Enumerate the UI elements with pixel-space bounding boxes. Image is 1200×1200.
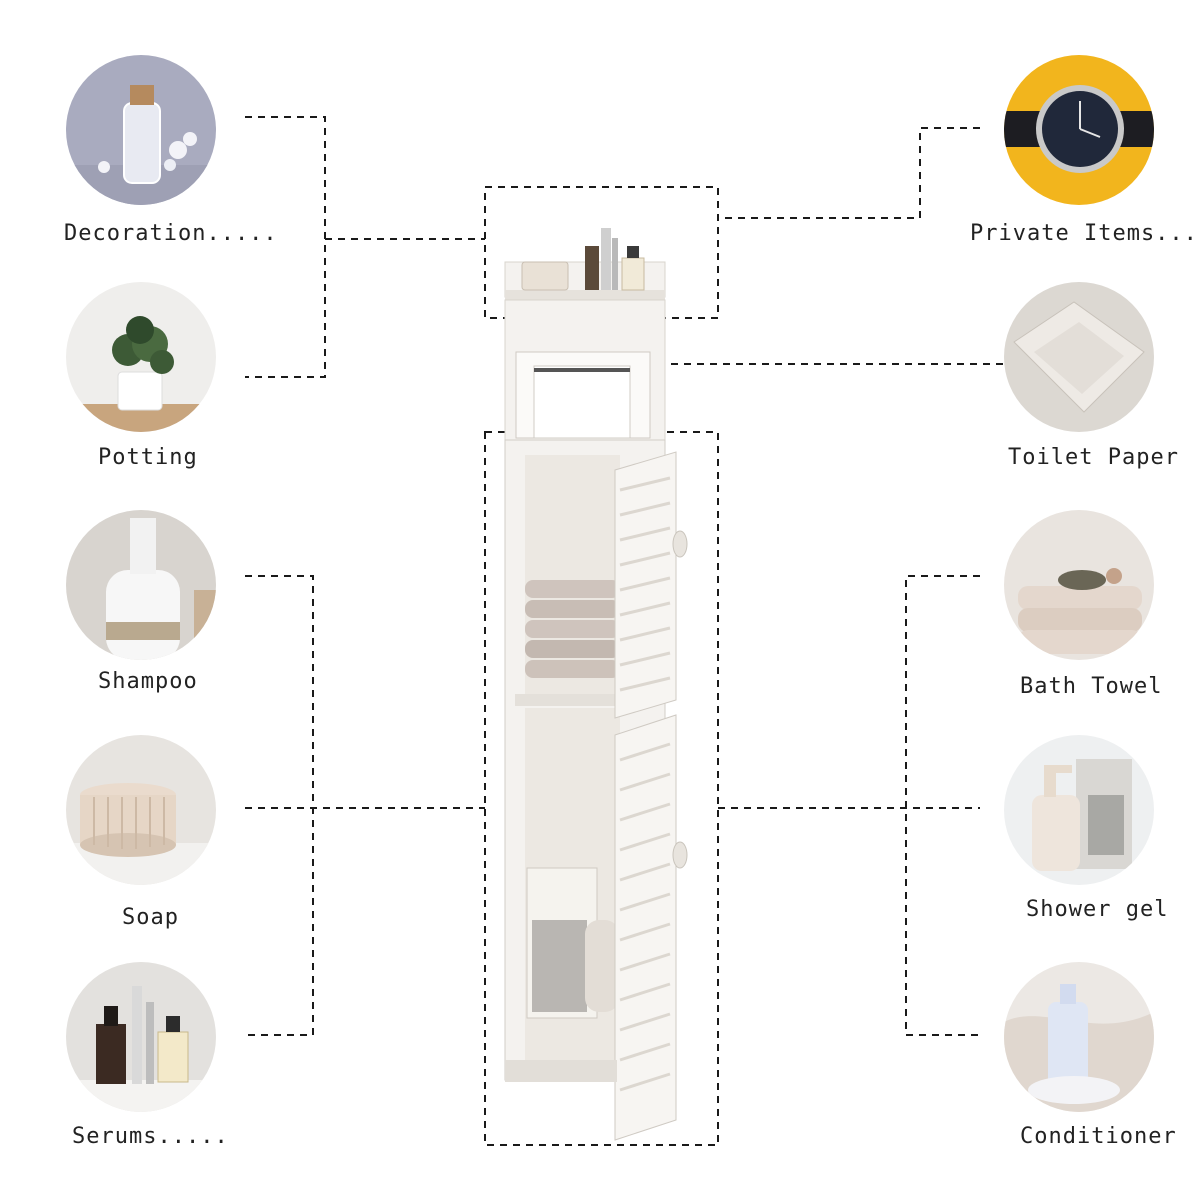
- label-bath-towel: Bath Towel: [1020, 674, 1163, 699]
- paper-compartment: [504, 299, 666, 443]
- upper-door: [614, 451, 688, 719]
- label-serums: Serums.....: [72, 1124, 229, 1149]
- potting-thumb: [66, 282, 216, 432]
- serums-thumb: [66, 962, 216, 1112]
- lower-door: [614, 714, 688, 1141]
- label-shower-gel: Shower gel: [1026, 897, 1169, 922]
- top-shelf: [504, 228, 666, 302]
- private-items-thumb: [1004, 55, 1154, 205]
- shower-gel-thumb: [1004, 735, 1154, 885]
- toilet-paper-thumb: [1004, 282, 1154, 432]
- label-potting: Potting: [98, 445, 198, 470]
- conditioner-thumb: [1004, 962, 1154, 1112]
- label-toilet-paper: Toilet Paper: [1008, 445, 1179, 470]
- shampoo-thumb: [66, 510, 216, 660]
- label-shampoo: Shampoo: [98, 669, 198, 694]
- decoration-thumb: [66, 55, 216, 205]
- bath-towel-thumb: [1004, 510, 1154, 660]
- soap-thumb: [66, 735, 216, 885]
- label-conditioner: Conditioner: [1020, 1124, 1177, 1149]
- cabinet-body: [504, 439, 688, 1141]
- label-decoration: Decoration.....: [64, 221, 278, 246]
- label-private-items: Private Items.....: [970, 221, 1200, 246]
- label-soap: Soap: [122, 905, 179, 930]
